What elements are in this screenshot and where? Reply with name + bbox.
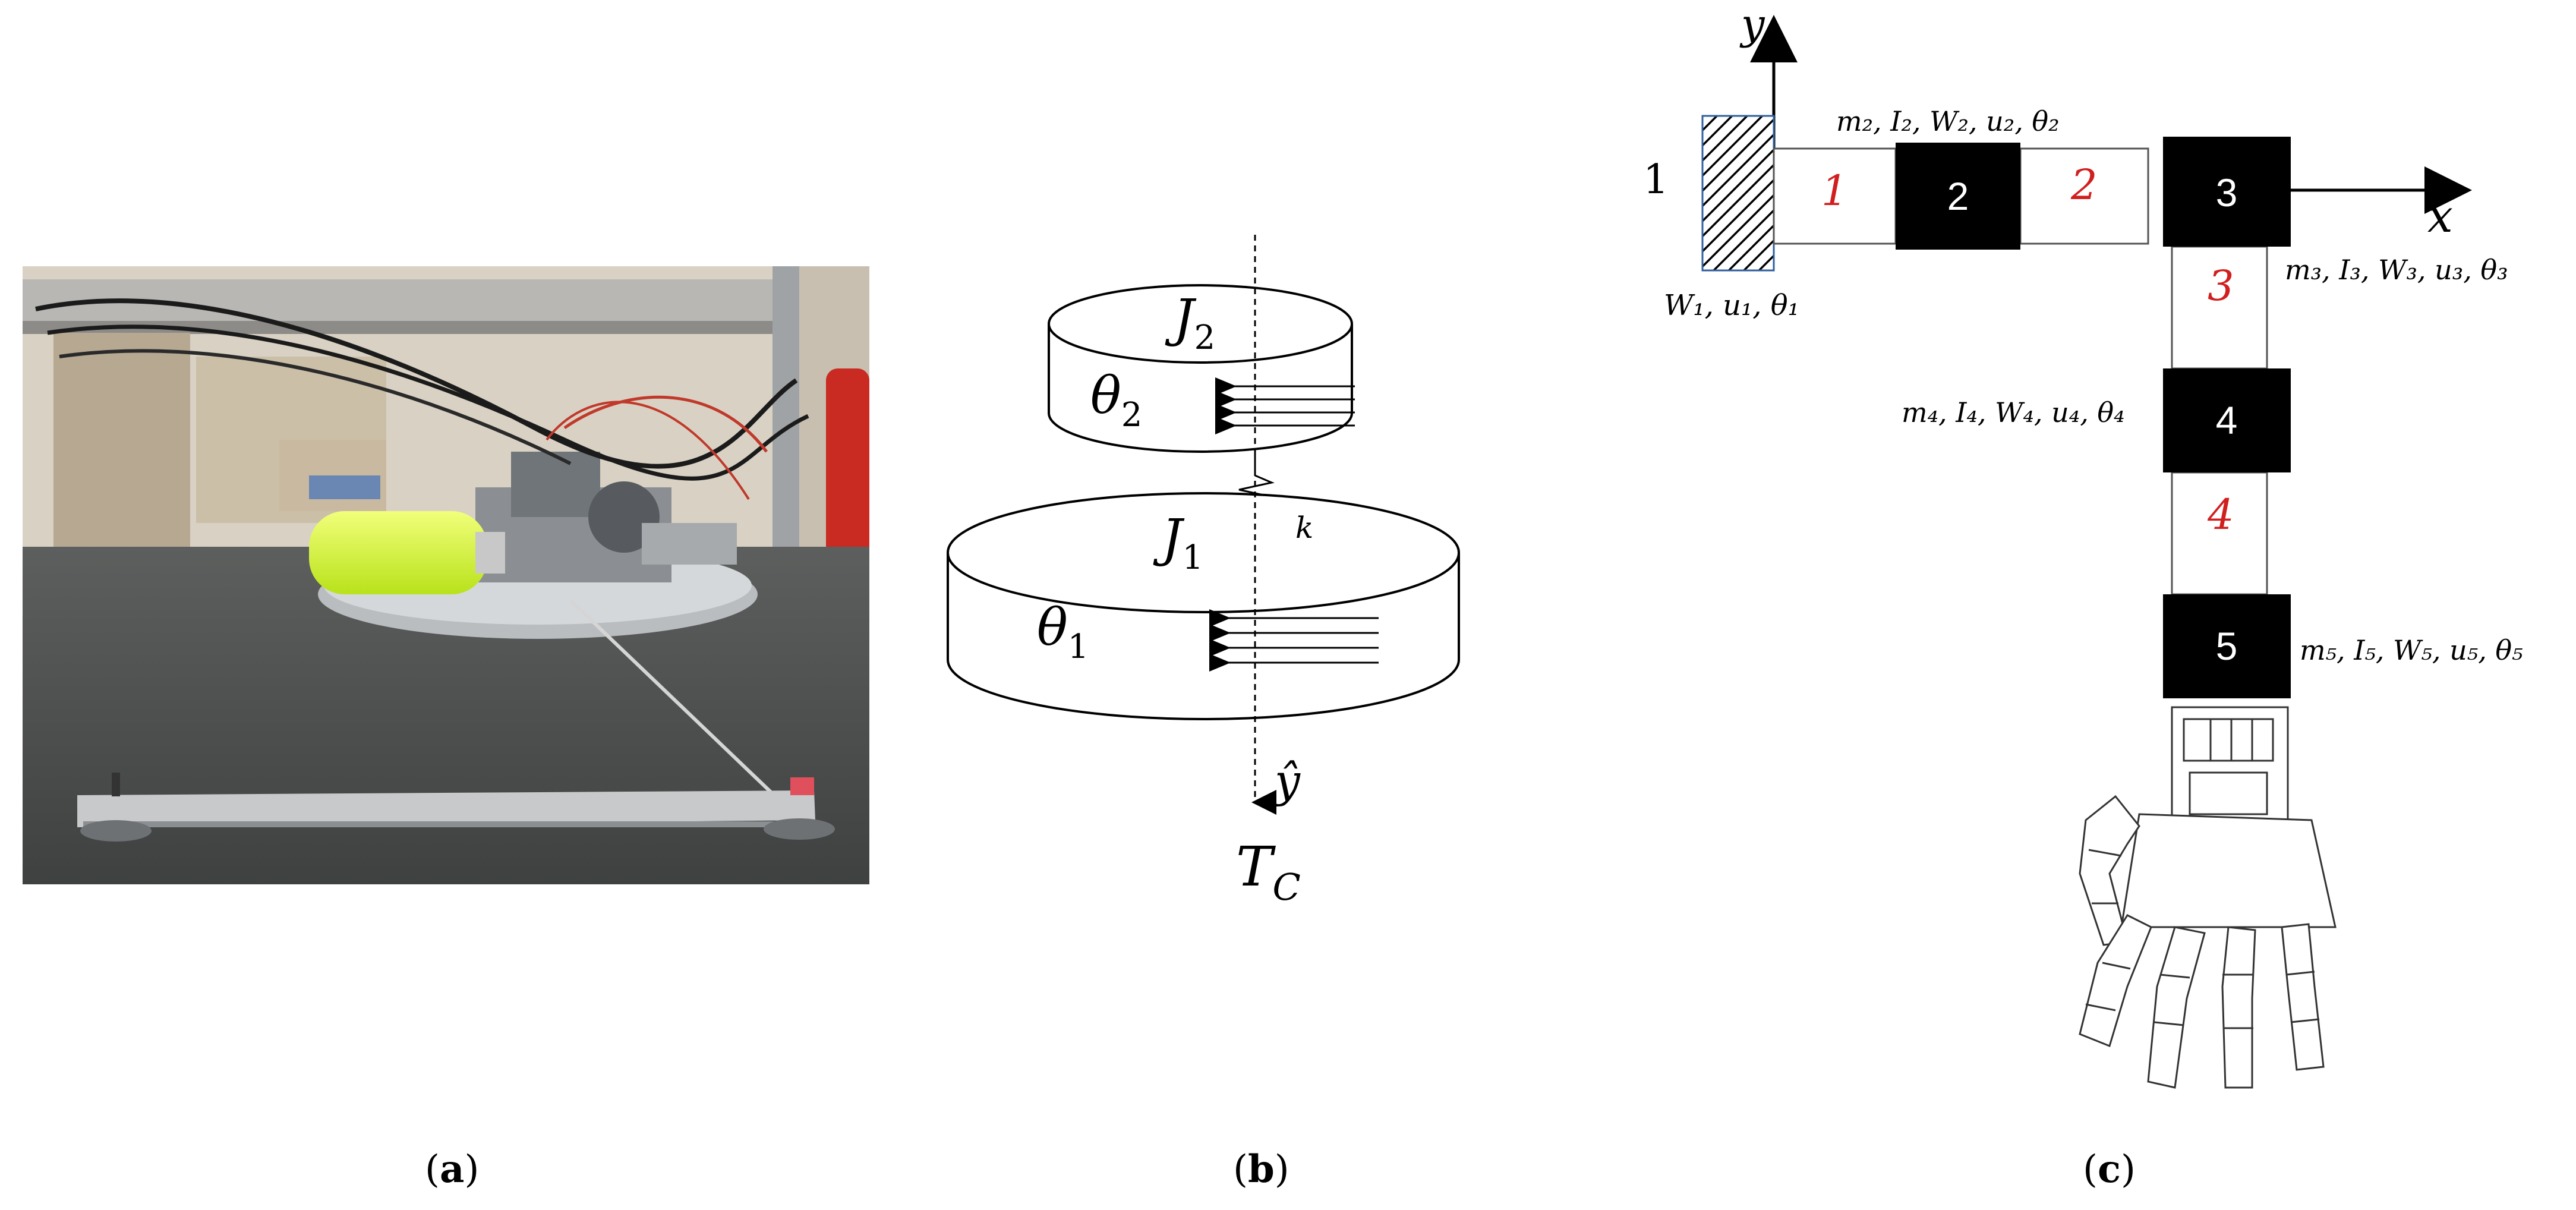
spring-constant-label: k bbox=[1295, 511, 1313, 545]
node-4: 4 bbox=[2163, 368, 2291, 472]
link-4 bbox=[2171, 471, 2268, 595]
wall-params: W₁, u₁, θ₁ bbox=[1664, 289, 1799, 322]
link-3-label: 3 bbox=[2208, 261, 2234, 310]
link-3 bbox=[2171, 245, 2268, 370]
panel-c: y x 1 W₁, u₁, θ₁ 1 2 3 4 2 3 4 bbox=[1604, 0, 2576, 1210]
x-axis-label: x bbox=[2427, 190, 2453, 242]
experimental-setup-photo bbox=[23, 266, 869, 884]
panel-b: J2 θ2 J1 k θ1 ŷ TC (b) bbox=[891, 0, 1604, 1210]
svg-text:3: 3 bbox=[2216, 171, 2238, 215]
lower-angle-label: θ1 bbox=[1037, 598, 1089, 666]
upper-disc bbox=[1048, 284, 1353, 453]
fixed-wall bbox=[1701, 115, 1775, 272]
link-1-label: 1 bbox=[1821, 166, 1848, 215]
node-3-params: m₃, I₃, W₃, u₃, θ₃ bbox=[2285, 254, 2508, 286]
panel-a: (a) bbox=[0, 0, 891, 1210]
axis-label: ŷ bbox=[1273, 754, 1301, 807]
y-axis-label: y bbox=[1739, 0, 1765, 49]
link-1 bbox=[1773, 147, 1897, 245]
node-5-params: m₅, I₅, W₅, u₅, θ₅ bbox=[2300, 634, 2523, 666]
node-4-params: m₄, I₄, W₄, u₄, θ₄ bbox=[1902, 396, 2125, 428]
node-2-params: m₂, I₂, W₂, u₂, θ₂ bbox=[1836, 105, 2060, 137]
svg-text:2: 2 bbox=[1947, 174, 1969, 218]
link-4-label: 4 bbox=[2207, 490, 2234, 539]
node-2: 2 bbox=[1896, 143, 2020, 250]
lower-disc bbox=[947, 492, 1460, 720]
panel-a-label: (a) bbox=[425, 1147, 480, 1192]
node-3: 3 bbox=[2163, 137, 2291, 247]
arm-model-diagram: y x 1 W₁, u₁, θ₁ 1 2 3 4 2 3 4 bbox=[1643, 0, 2523, 1089]
svg-text:4: 4 bbox=[2216, 398, 2238, 442]
robotic-hand-illustration bbox=[2079, 706, 2337, 1089]
two-disc-diagram: J2 θ2 J1 k θ1 ŷ TC bbox=[947, 235, 1460, 909]
upper-angle-label: θ2 bbox=[1090, 366, 1142, 434]
upper-rotation-arrows bbox=[1215, 377, 1355, 434]
panel-b-label: (b) bbox=[1233, 1147, 1289, 1192]
torque-label: TC bbox=[1236, 835, 1301, 909]
link-2 bbox=[2019, 147, 2149, 245]
svg-text:5: 5 bbox=[2216, 624, 2238, 668]
panel-c-label: (c) bbox=[2083, 1147, 2136, 1192]
link-2-label: 2 bbox=[2070, 160, 2098, 209]
wall-number: 1 bbox=[1643, 156, 1669, 203]
node-5: 5 bbox=[2163, 594, 2291, 698]
lower-rotation-arrows bbox=[1209, 609, 1379, 672]
